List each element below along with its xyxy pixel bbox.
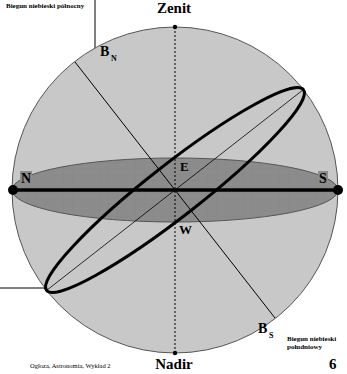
zenith-label: Zenit xyxy=(157,0,191,17)
nadir-label: Nadir xyxy=(155,356,193,373)
sphere xyxy=(12,27,338,353)
cardinal-point: E xyxy=(180,160,189,174)
slide-number: 6 xyxy=(329,356,337,373)
cardinal-point: W xyxy=(179,223,192,237)
source-note: Ogłoza, Astronomia, Wykład 2 xyxy=(30,362,111,369)
pole-caption: Biegun niebieski południowy xyxy=(287,336,341,351)
pole-subscript: S xyxy=(269,332,273,341)
equator-diameter xyxy=(47,90,304,291)
nadir-point xyxy=(173,351,177,355)
pole-symbol: B xyxy=(100,44,109,59)
south-point xyxy=(333,185,343,195)
north-point xyxy=(8,185,18,195)
pole-symbol: B xyxy=(258,321,267,336)
zenith-point xyxy=(173,25,177,29)
celestial-equator xyxy=(31,69,320,311)
pole-subscript: N xyxy=(111,55,117,64)
pole-caption: Biegun niebieski północny xyxy=(6,3,84,11)
cardinal-point: N xyxy=(20,171,32,186)
cardinal-point: S xyxy=(318,171,328,186)
